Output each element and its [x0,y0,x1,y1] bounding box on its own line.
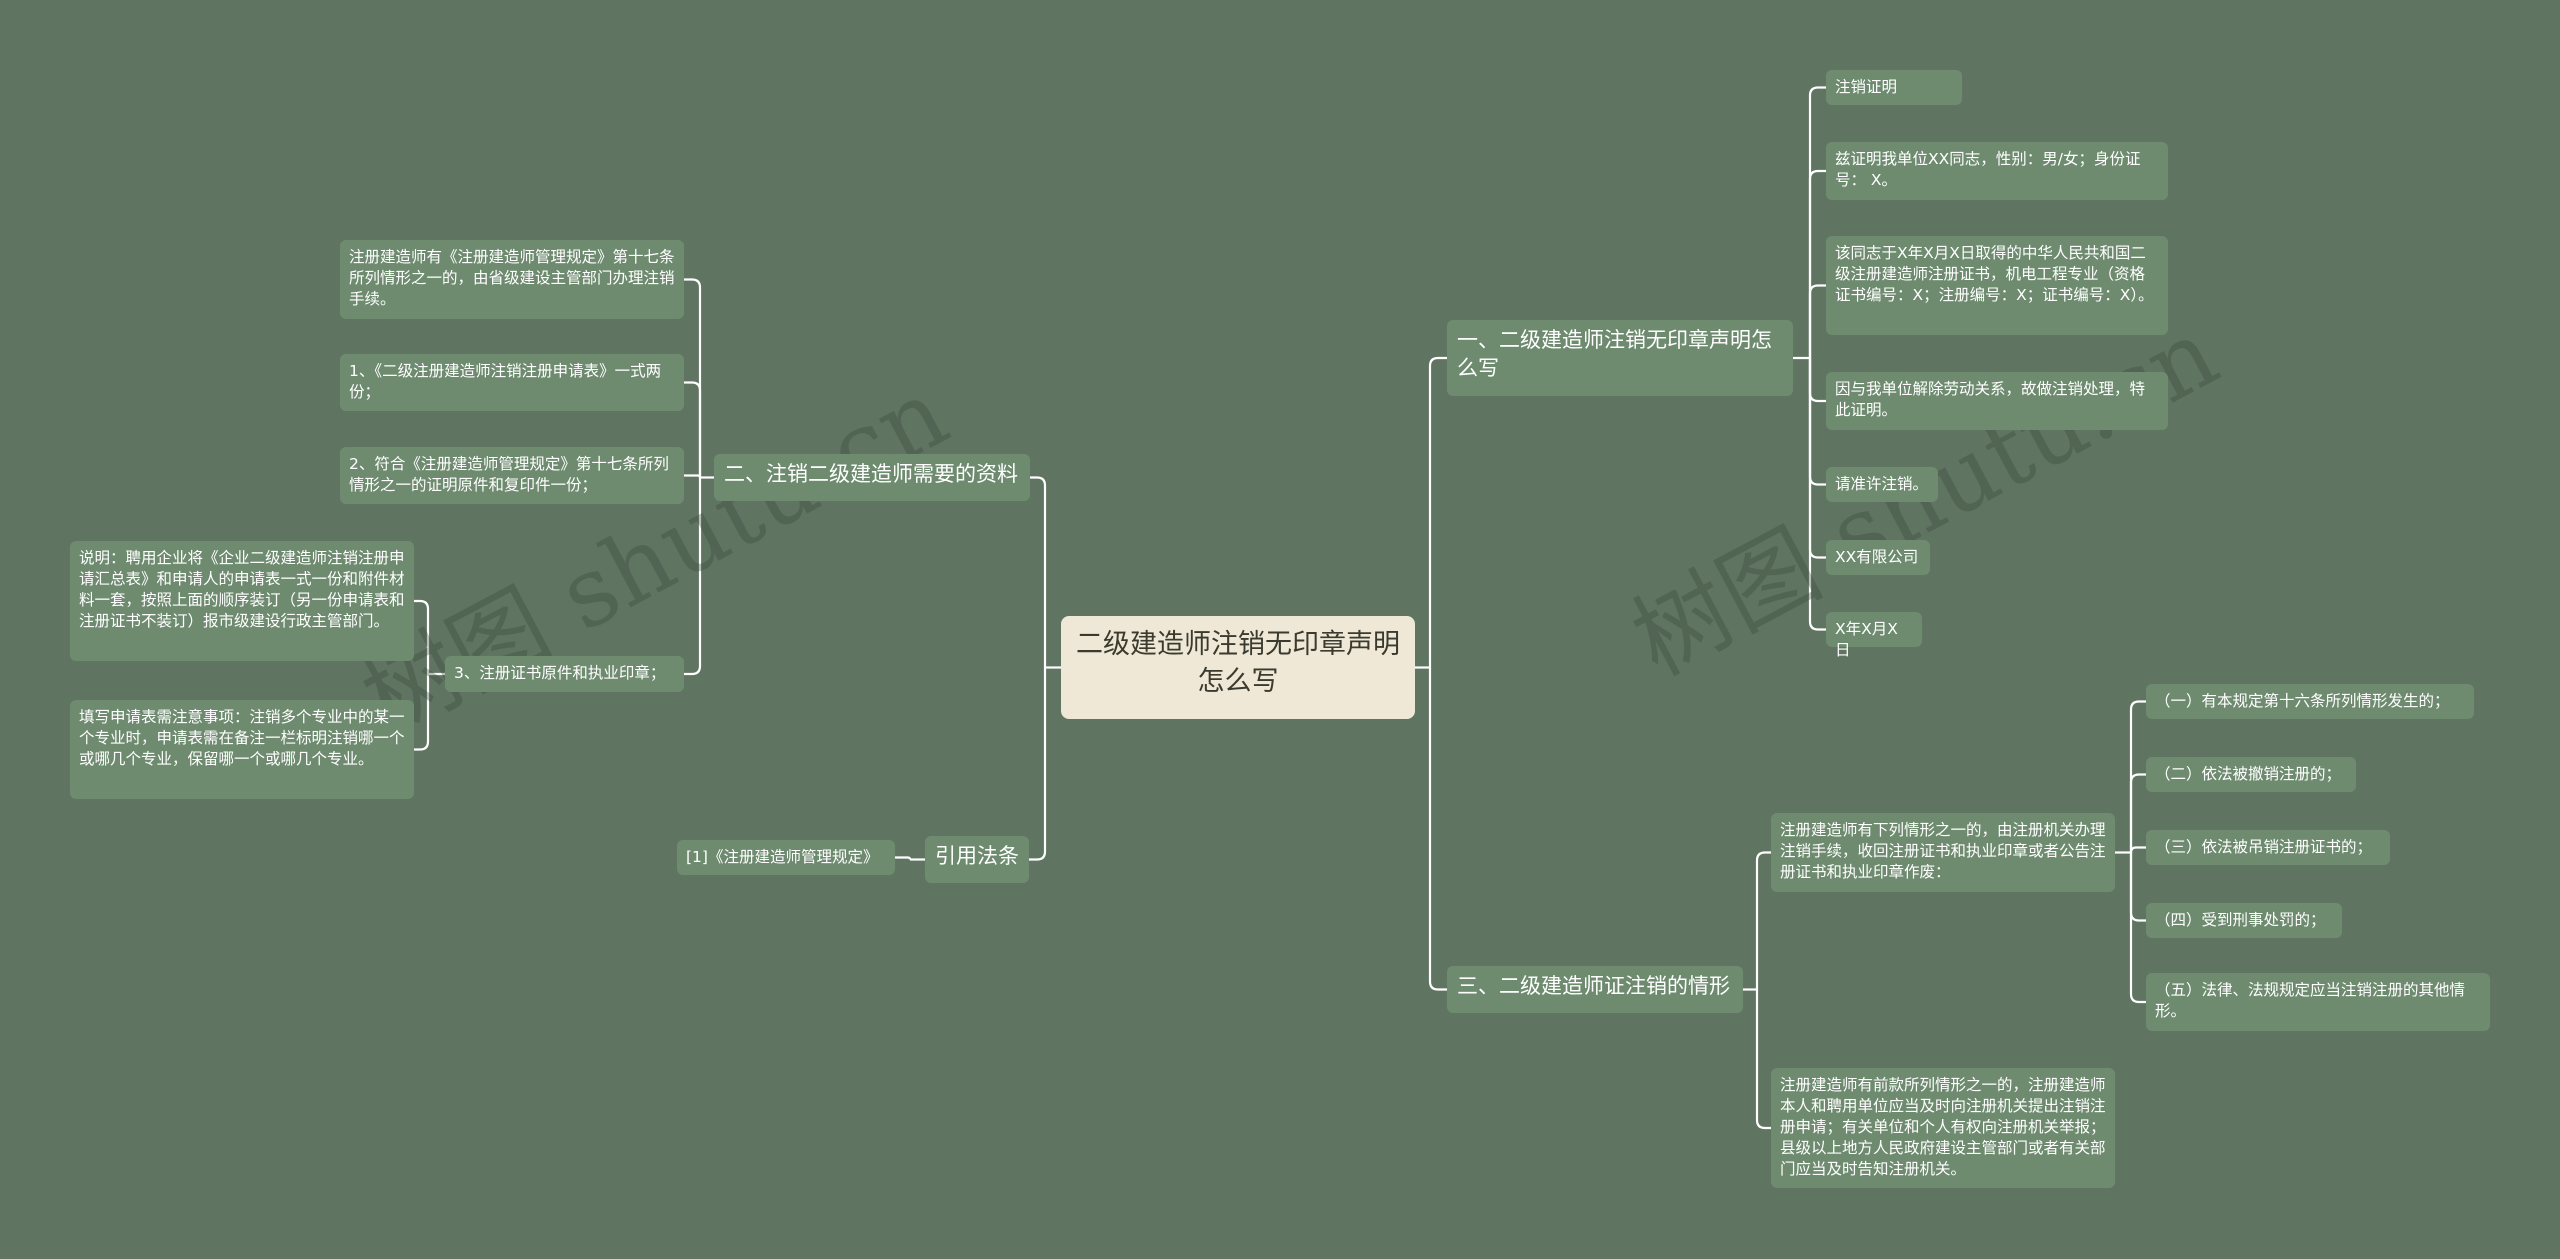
connector-line [1428,356,1447,668]
branch-cited-law[interactable]: 引用法条 [925,836,1029,883]
connector-line [684,477,702,676]
connector-line [1808,169,1826,358]
leaf-node[interactable]: （五）法律、法规规定应当注销注册的其他情形。 [2146,973,2490,1031]
leaf-node[interactable]: X年X月X日 [1826,612,1922,659]
connector-line [684,278,702,478]
leaf-node[interactable]: 说明：聘用企业将《企业二级建造师注销注册申请汇总表》和申请人的申请表一式一份和附… [70,541,414,661]
leaf-node[interactable]: （一）有本规定第十六条所列情形发生的； [2146,684,2474,719]
root-topic[interactable]: 二级建造师注销无印章声明怎么写 [1061,616,1415,719]
leaf-node[interactable]: 2、符合《注册建造师管理规定》第十七条所列情形之一的证明原件和复印件一份； [340,447,684,504]
connector-line [1428,667,1447,991]
connector-line [1808,358,1826,403]
connector-line [2129,773,2146,853]
leaf-node[interactable]: XX有限公司 [1826,540,1930,575]
branch-required-materials[interactable]: 二、注销二级建造师需要的资料 [714,454,1030,501]
leaf-node[interactable]: 因与我单位解除劳动关系，故做注销处理，特此证明。 [1826,372,2168,430]
leaf-node[interactable]: 请准许注销。 [1826,467,1938,502]
leaf-node[interactable]: （二）依法被撤销注册的； [2146,757,2356,792]
leaf-node[interactable]: 注册建造师有《注册建造师管理规定》第十七条所列情形之一的，由省级建设主管部门办理… [340,240,684,319]
connector-line [895,856,912,860]
connector-line [414,674,430,751]
connector-line [1029,667,1047,861]
branch-cancellation-conditions[interactable]: 三、二级建造师证注销的情形 [1447,966,1743,1013]
connector-line [2129,700,2146,853]
connector-line [1808,358,1826,486]
connector-line [1808,358,1826,559]
connector-line [1808,284,1826,358]
leaf-node[interactable]: 3、注册证书原件和执业印章； [445,656,684,692]
leaf-node[interactable]: 1、《二级注册建造师注销注册申请表》一式两份； [340,354,684,411]
leaf-node[interactable]: 注销证明 [1826,70,1962,105]
connector-line [2129,852,2146,922]
connector-line [684,474,702,478]
connector-line [684,381,702,478]
connector-line [1755,851,1771,990]
connector-line [1808,86,1826,358]
leaf-node[interactable]: 该同志于X年X月X日取得的中华人民共和国二级注册建造师注册证书，机电工程专业（资… [1826,236,2168,335]
connector-line [1755,989,1771,1130]
leaf-node[interactable]: （三）依法被吊销注册证书的； [2146,830,2390,865]
connector-line [2129,846,2146,853]
leaf-node[interactable]: 注册建造师有前款所列情形之一的，注册建造师本人和聘用单位应当及时向注册机关提出注… [1771,1068,2115,1188]
leaf-node[interactable]: （四）受到刑事处罚的； [2146,903,2342,938]
connector-line [1030,476,1047,668]
connector-line [414,599,430,674]
leaf-node[interactable]: 注册建造师有下列情形之一的，由注册机关办理注销手续，收回注册证书和执业印章或者公… [1771,813,2115,892]
leaf-node[interactable]: [1]《注册建造师管理规定》 [677,840,895,875]
leaf-node[interactable]: 填写申请表需注意事项：注销多个专业中的某一个专业时，申请表需在备注一栏标明注销哪… [70,700,414,799]
leaf-node[interactable]: 兹证明我单位XX同志，性别：男/女；身份证号： X。 [1826,142,2168,200]
connector-line [1808,358,1826,631]
connector-line [2129,852,2146,1004]
branch-declaration-format[interactable]: 一、二级建造师注销无印章声明怎么写 [1447,320,1793,396]
